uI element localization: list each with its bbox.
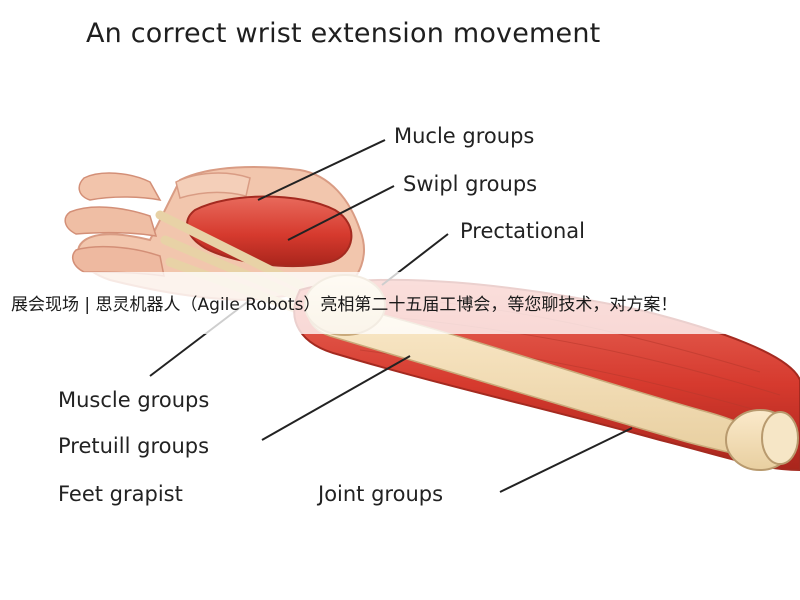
elbow-joint [725, 409, 799, 471]
caption-text: 展会现场 | 思灵机器人（Agile Robots）亮相第二十五届工博会，等您聊… [11, 295, 678, 315]
label-feet-grapist: Feet grapist [58, 482, 183, 506]
label-mucle-groups: Mucle groups [394, 124, 535, 148]
label-muscle-groups: Muscle groups [58, 388, 210, 412]
caption-banner [0, 272, 800, 334]
label-joint-groups: Joint groups [318, 482, 444, 506]
forearm-tendon [307, 299, 751, 456]
label-pretuill-groups: Pretuill groups [58, 434, 210, 458]
label-prectational: Prectational [460, 219, 585, 243]
label-swipl-groups: Swipl groups [403, 172, 538, 196]
diagram-title: An correct wrist extension movement [86, 18, 601, 49]
